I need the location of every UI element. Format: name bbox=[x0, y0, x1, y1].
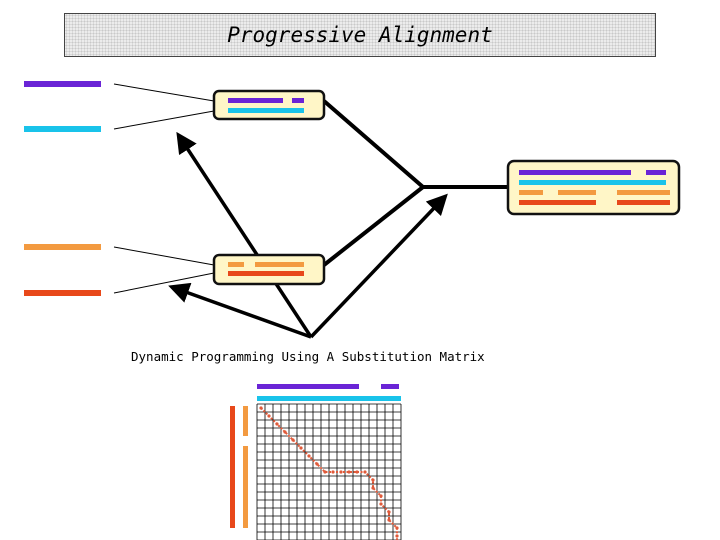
traceback-cell bbox=[299, 446, 303, 450]
aligned-seq-3a bbox=[228, 262, 244, 267]
final-seq-3b bbox=[558, 190, 596, 195]
input-sequence-3 bbox=[24, 244, 101, 250]
diagram-title: Progressive Alignment bbox=[227, 23, 493, 47]
traceback-cell bbox=[363, 470, 367, 474]
traceback-cell bbox=[371, 478, 375, 482]
merge-line-bottom bbox=[322, 185, 425, 267]
dp-top-seq-2 bbox=[257, 396, 401, 401]
input-sequence-2 bbox=[24, 126, 101, 132]
traceback-cell bbox=[339, 470, 343, 474]
aligned-seq-3b bbox=[255, 262, 304, 267]
final-seq-1a bbox=[519, 170, 631, 175]
traceback-cell bbox=[259, 406, 263, 410]
arrow-to-final-box bbox=[309, 193, 448, 339]
traceback-line bbox=[260, 407, 398, 540]
final-seq-4a bbox=[519, 200, 596, 205]
traceback-cell bbox=[331, 470, 335, 474]
arrow-to-box1 bbox=[176, 131, 313, 338]
traceback-cell bbox=[307, 454, 311, 458]
aligned-seq-2 bbox=[228, 108, 304, 113]
pairwise-alignment-box-2 bbox=[212, 253, 326, 286]
connector-seq3-box2 bbox=[113, 246, 215, 266]
traceback-cell bbox=[355, 470, 359, 474]
final-seq-4b bbox=[617, 200, 670, 205]
arrow-to-box2 bbox=[168, 282, 312, 339]
traceback-cell bbox=[387, 510, 391, 514]
traceback-cell bbox=[323, 470, 327, 474]
connector-seq4-box2 bbox=[113, 272, 215, 294]
traceback-cell bbox=[371, 486, 375, 490]
final-alignment-box bbox=[506, 159, 681, 216]
title-box: Progressive Alignment bbox=[64, 13, 656, 57]
dp-top-seq-1b bbox=[381, 384, 399, 389]
traceback-cell bbox=[395, 534, 399, 538]
connector-seq2-box1 bbox=[113, 110, 215, 130]
merge-line-top bbox=[322, 99, 508, 189]
aligned-seq-1a bbox=[228, 98, 283, 103]
traceback-cell bbox=[379, 502, 383, 506]
input-sequence-1 bbox=[24, 81, 101, 87]
aligned-seq-4 bbox=[228, 271, 304, 276]
final-seq-3a bbox=[519, 190, 543, 195]
traceback-cell bbox=[315, 462, 319, 466]
dp-caption: Dynamic Programming Using A Substitution… bbox=[131, 349, 485, 364]
traceback-cell bbox=[387, 518, 391, 522]
traceback-cell bbox=[275, 422, 279, 426]
dp-side-seq-3b bbox=[243, 446, 248, 528]
final-seq-3c bbox=[617, 190, 670, 195]
aligned-seq-1b bbox=[292, 98, 304, 103]
dp-side-seq-3a bbox=[243, 406, 248, 436]
final-seq-1b bbox=[646, 170, 666, 175]
dp-matrix-grid bbox=[256, 403, 402, 540]
traceback-cell bbox=[395, 526, 399, 530]
connector-seq1-box1 bbox=[113, 83, 215, 102]
dp-traceback-path bbox=[259, 406, 399, 540]
traceback-cell bbox=[379, 494, 383, 498]
input-sequence-4 bbox=[24, 290, 101, 296]
traceback-cell bbox=[347, 470, 351, 474]
traceback-cell bbox=[283, 430, 287, 434]
dp-top-seq-1a bbox=[257, 384, 359, 389]
final-seq-2 bbox=[519, 180, 666, 185]
dp-side-seq-4 bbox=[230, 406, 235, 528]
traceback-cell bbox=[291, 438, 295, 442]
traceback-cell bbox=[267, 414, 271, 418]
pairwise-alignment-box-1 bbox=[212, 89, 326, 121]
